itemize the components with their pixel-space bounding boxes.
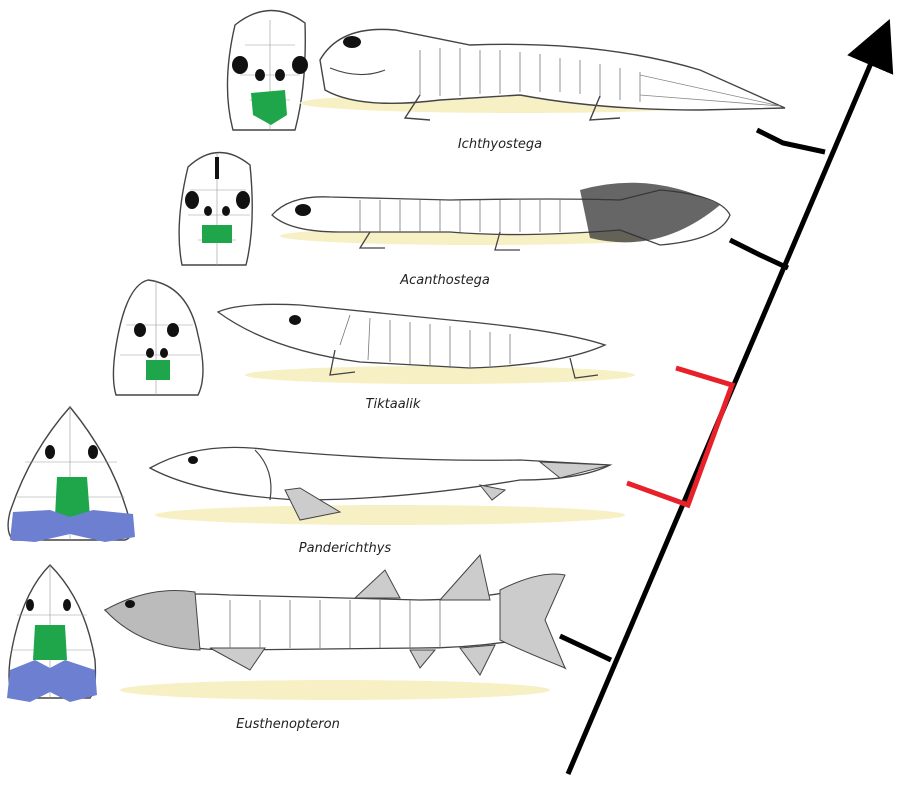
branch-ichthyostega: [755, 127, 826, 155]
skull-panderichthys: [7, 405, 135, 542]
skeleton-panderichthys: [148, 446, 625, 525]
row-acanthostega: Acanthostega: [178, 151, 731, 288]
label-ichthyostega: Ichthyostega: [458, 137, 542, 152]
row-ichthyostega: Ichthyostega: [226, 9, 786, 152]
skeleton-eusthenopteron: [103, 553, 567, 700]
row-tiktaalik: Tiktaalik: [112, 279, 635, 412]
skull-ichthyostega: [226, 9, 308, 131]
highlight-bracket: [626, 365, 736, 509]
branch-eusthenopteron: [558, 633, 613, 663]
label-eusthenopteron: Eusthenopteron: [236, 717, 340, 732]
branch-acanthostega: [728, 237, 790, 271]
skull-acanthostega: [178, 151, 253, 266]
skull-tiktaalik: [112, 279, 204, 396]
label-acanthostega: Acanthostega: [399, 273, 490, 288]
skeleton-tiktaalik: [216, 303, 635, 384]
skull-eusthenopteron: [7, 564, 97, 702]
skeleton-acanthostega: [271, 182, 731, 251]
label-tiktaalik: Tiktaalik: [366, 397, 421, 412]
label-panderichthys: Panderichthys: [299, 541, 392, 556]
row-panderichthys: Panderichthys: [7, 405, 625, 556]
row-eusthenopteron: Eusthenopteron: [7, 553, 567, 732]
skeleton-ichthyostega: [300, 28, 786, 121]
phylogeny-axis: [558, 19, 894, 775]
